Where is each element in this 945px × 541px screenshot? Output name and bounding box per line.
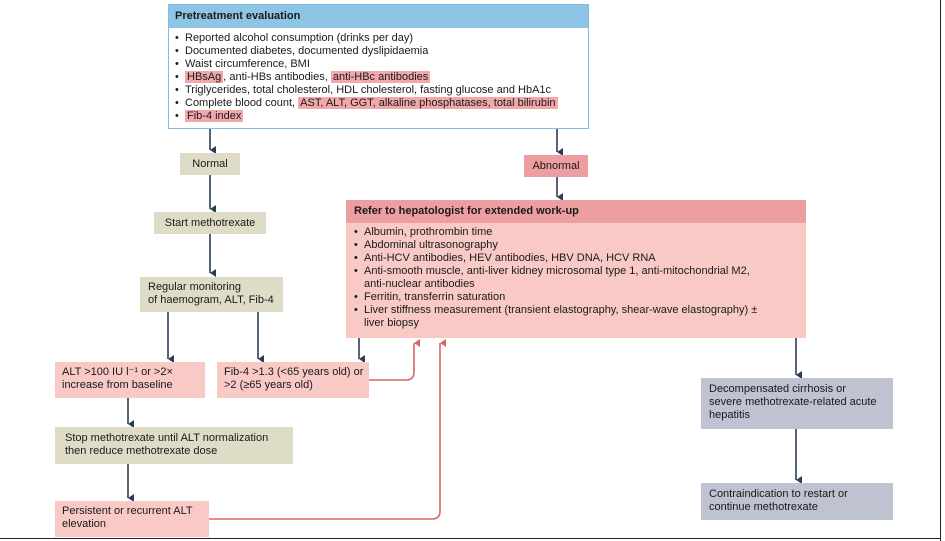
- autoimmune-line-2: anti-nuclear antibodies: [364, 278, 475, 290]
- stiffness-line-1: Liver stiffness measurement (transient e…: [364, 304, 758, 316]
- hepatologist-title: Refer to hepatologist for extended work-…: [346, 200, 806, 223]
- pretreatment-item-lipids: Triglycerides, total cholesterol, HDL ch…: [175, 84, 588, 97]
- alt-line-1: ALT >100 IU l⁻¹ or >2×: [62, 366, 173, 378]
- hepatologist-referral-box: Refer to hepatologist for extended work-…: [346, 200, 806, 338]
- highlight-anti-hbc: anti-HBc antibodies: [330, 71, 431, 83]
- abnormal-label: Abnormal: [532, 160, 580, 172]
- contraindication-box: Contraindication to restart or continue …: [701, 483, 893, 520]
- pretreatment-list: Reported alcohol consumption (drinks per…: [169, 28, 588, 123]
- frame-right-border: [940, 0, 941, 541]
- monitoring-line-2: of haemogram, ALT, Fib-4: [148, 294, 274, 306]
- blood-count-text: Complete blood count,: [185, 97, 299, 109]
- contra-line-2: continue methotrexate: [709, 501, 818, 513]
- hepatologist-item-ferritin: Ferritin, transferrin saturation: [354, 291, 806, 304]
- pretreatment-item-hepatitis-b: HBsAg, anti-HBs antibodies, anti-HBc ant…: [175, 71, 588, 84]
- pretreatment-item-alcohol: Reported alcohol consumption (drinks per…: [175, 32, 588, 45]
- hepatologist-list: Albumin, prothrombin time Abdominal ultr…: [346, 223, 806, 330]
- hepatologist-item-viral: Anti-HCV antibodies, HEV antibodies, HBV…: [354, 252, 806, 265]
- hepatologist-item-stiffness: Liver stiffness measurement (transient e…: [354, 304, 806, 330]
- highlight-hbsag: HBsAg: [185, 71, 224, 83]
- highlight-fib4: Fib-4 index: [185, 110, 244, 122]
- normal-box: Normal: [180, 153, 240, 175]
- decomp-line-1: Decompensated cirrhosis or: [709, 383, 846, 395]
- hepatologist-item-autoimmune: Anti-smooth muscle, anti-liver kidney mi…: [354, 265, 806, 291]
- persistent-alt-box: Persistent or recurrent ALT elevation: [55, 501, 209, 537]
- pretreatment-item-blood-count: Complete blood count, AST, ALT, GGT, alk…: [175, 97, 588, 110]
- frame-bottom-border: [0, 538, 941, 539]
- alt-elevation-box: ALT >100 IU l⁻¹ or >2× increase from bas…: [55, 362, 205, 398]
- stop-methotrexate-box: Stop methotrexate until ALT normalizatio…: [55, 427, 293, 464]
- abnormal-box: Abnormal: [524, 155, 588, 177]
- pretreatment-evaluation-box: Pretreatment evaluation Reported alcohol…: [168, 4, 589, 129]
- decompensated-cirrhosis-box: Decompensated cirrhosis or severe methot…: [701, 378, 893, 429]
- stiffness-line-2: liver biopsy: [364, 317, 420, 329]
- start-methotrexate-label: Start methotrexate: [164, 217, 256, 229]
- persistent-line-2: elevation: [62, 518, 107, 530]
- stop-line-1: Stop methotrexate until ALT normalizatio…: [65, 432, 269, 444]
- fib4-line-1: Fib-4 >1.3 (<65 years old) or: [224, 366, 364, 378]
- pretreatment-item-diabetes: Documented diabetes, documented dyslipid…: [175, 45, 588, 58]
- decomp-line-2: severe methotrexate-related acute: [709, 396, 877, 408]
- alt-line-2: increase from baseline: [62, 379, 173, 391]
- highlight-liver-enzymes: AST, ALT, GGT, alkaline phosphatases, to…: [298, 97, 558, 109]
- stop-line-2: then reduce methotrexate dose: [65, 445, 218, 457]
- fib4-line-2: >2 (≥65 years old): [224, 379, 313, 391]
- monitoring-line-1: Regular monitoring: [148, 281, 241, 293]
- hepatologist-item-albumin: Albumin, prothrombin time: [354, 226, 806, 239]
- hbs-text: , anti-HBs antibodies,: [223, 71, 331, 83]
- contra-line-1: Contraindication to restart or: [709, 488, 848, 500]
- pretreatment-item-waist: Waist circumference, BMI: [175, 58, 588, 71]
- decomp-line-3: hepatitis: [709, 409, 750, 421]
- persistent-line-1: Persistent or recurrent ALT: [62, 505, 193, 517]
- arrow-persistent-back-to-hepatologist: [209, 339, 446, 520]
- autoimmune-line-1: Anti-smooth muscle, anti-liver kidney mi…: [364, 265, 750, 277]
- pretreatment-title: Pretreatment evaluation: [169, 5, 588, 28]
- fib4-threshold-box: Fib-4 >1.3 (<65 years old) or >2 (≥65 ye…: [217, 362, 369, 398]
- arrow-fib4-back-to-hepatologist: [369, 339, 420, 381]
- hepatologist-item-ultrasound: Abdominal ultrasonography: [354, 239, 806, 252]
- normal-label: Normal: [192, 158, 228, 170]
- regular-monitoring-box: Regular monitoring of haemogram, ALT, Fi…: [140, 277, 283, 312]
- pretreatment-item-fib4: Fib-4 index: [175, 110, 588, 123]
- start-methotrexate-box: Start methotrexate: [154, 212, 266, 234]
